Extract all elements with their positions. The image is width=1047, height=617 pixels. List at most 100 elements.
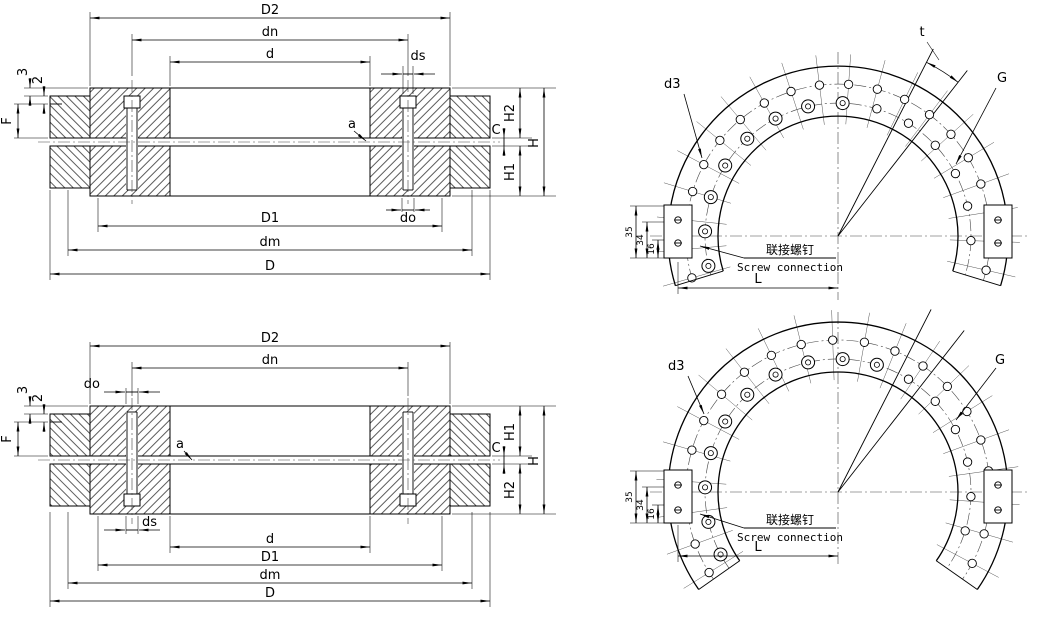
tl-dim-d: d — [266, 47, 274, 62]
bolt-hole — [890, 346, 900, 356]
bolt-hole — [739, 367, 750, 377]
bolt-hole — [715, 135, 725, 145]
tl-dim-do: do — [400, 211, 416, 226]
mounting-block — [663, 204, 693, 259]
tr-callouts: t d3 G 联接螺钉 Screw connection L — [664, 25, 1007, 294]
radial-tick — [683, 551, 744, 589]
tr-dim-d3: d3 — [664, 77, 681, 92]
tl-dimension-labels: D2 dn d ds a 3 2 F H2 C H1 H do D1 dm D — [0, 3, 542, 274]
threaded-hole-bore — [873, 361, 880, 368]
radial-tick — [900, 340, 940, 400]
bolt-hole — [872, 84, 882, 94]
bolt-hole — [687, 186, 698, 197]
bolt-hole — [828, 335, 838, 345]
tl-dim-a: a — [348, 117, 356, 132]
bolt-hole — [946, 129, 956, 139]
br-dim-35: 35 — [625, 491, 635, 502]
bolt-hole — [918, 361, 928, 371]
tr-dim-16: 16 — [647, 243, 657, 255]
tr-dim-t: t — [919, 25, 924, 40]
bl-dim-dn: dn — [262, 353, 279, 368]
threaded-hole-bore — [805, 103, 812, 110]
bolt-hole — [704, 567, 714, 578]
tl-dim-3: 3 — [16, 68, 31, 76]
bl-dimension-lines — [16, 344, 546, 603]
seal-block — [449, 463, 491, 507]
br-dim-34: 34 — [636, 499, 646, 511]
threaded-hole-bore — [839, 356, 846, 363]
tl-dim-H: H — [527, 138, 542, 148]
tl-dim-2: 2 — [31, 76, 46, 84]
inner-arc — [717, 115, 959, 272]
tr-bolt-holes — [656, 54, 1020, 287]
threaded-hole-bore — [772, 115, 779, 122]
tl-centerlines — [38, 80, 500, 204]
seal-block — [449, 145, 491, 189]
radial-tick — [933, 142, 995, 179]
tl-dim-D: D — [265, 259, 275, 274]
bolt-hole — [976, 179, 986, 189]
radial-tick — [905, 90, 948, 147]
tr-centerlines — [650, 48, 1030, 300]
tl-dim-dn: dn — [262, 25, 279, 40]
tl-dim-dm: dm — [260, 235, 281, 250]
tl-dim-D1: D1 — [261, 211, 279, 226]
threaded-hole-bore — [702, 484, 709, 491]
bl-dim-D: D — [265, 586, 275, 601]
tl-ring-bodies — [49, 87, 491, 197]
bl-dim-C: C — [491, 441, 500, 456]
threaded-hole-bore — [707, 450, 714, 457]
bolt-hole — [942, 381, 952, 392]
bolt-hole — [963, 153, 973, 163]
bl-dim-ds: ds — [142, 515, 157, 530]
bolt-hole — [950, 168, 961, 179]
bolt-hole — [796, 339, 806, 350]
tr-dim-35: 35 — [625, 226, 635, 237]
bolt-hole — [976, 435, 986, 445]
bl-dim-D1: D1 — [261, 550, 279, 565]
br-screw-connection-en: Screw connection — [737, 531, 843, 544]
radial-tick — [831, 310, 835, 381]
threaded-hole-bore — [839, 100, 846, 107]
inner-arc — [717, 371, 959, 562]
tl-dim-H1: H1 — [503, 163, 518, 181]
br-block-dims: 35 34 16 — [625, 470, 664, 524]
tr-dim-G: G — [997, 71, 1007, 86]
tl-dimension-lines — [16, 16, 546, 276]
bolt-hole — [903, 118, 914, 128]
bl-centerlines — [38, 398, 500, 524]
bottom-left-section-view: D2 dn do 3 2 F a H1 C H2 H ds d D1 dm D — [0, 331, 556, 607]
bolt-hole — [687, 445, 697, 455]
br-callouts: d3 G 联接螺钉 Screw connection L — [668, 353, 1005, 562]
bolt-hole — [930, 396, 940, 406]
tr-dim-L: L — [754, 272, 762, 287]
bolt-hole — [843, 79, 854, 90]
tl-dim-D2: D2 — [261, 3, 279, 18]
mounting-block — [983, 204, 1013, 259]
bolt-hole — [786, 86, 796, 97]
bl-dim-D2: D2 — [261, 331, 279, 346]
bl-dim-H: H — [527, 456, 542, 466]
bolt-hole — [924, 109, 935, 120]
br-screw-connection-cn: 联接螺钉 — [766, 512, 814, 527]
bolt-hole — [899, 94, 910, 105]
seal-block — [49, 463, 91, 507]
seal-block — [49, 413, 91, 457]
bolt-hole — [735, 114, 745, 125]
bolt-hole — [690, 539, 700, 549]
threaded-hole-bore — [805, 359, 812, 366]
threaded-hole-bore — [744, 391, 751, 398]
bl-dim-dm: dm — [260, 568, 281, 583]
br-dim-16: 16 — [647, 508, 657, 520]
seal-block — [49, 95, 91, 139]
bolt-hole — [930, 140, 940, 150]
seal-block — [449, 95, 491, 139]
threaded-hole-bore — [705, 518, 712, 525]
tl-dim-C: C — [491, 123, 500, 138]
bolt-hole — [699, 415, 709, 426]
bl-dimension-labels: D2 dn do 3 2 F a H1 C H2 H ds d D1 dm D — [0, 331, 542, 601]
tr-block-dims: 35 34 16 — [625, 205, 664, 259]
radial-tick — [879, 323, 907, 389]
bolt-hole — [699, 159, 709, 170]
